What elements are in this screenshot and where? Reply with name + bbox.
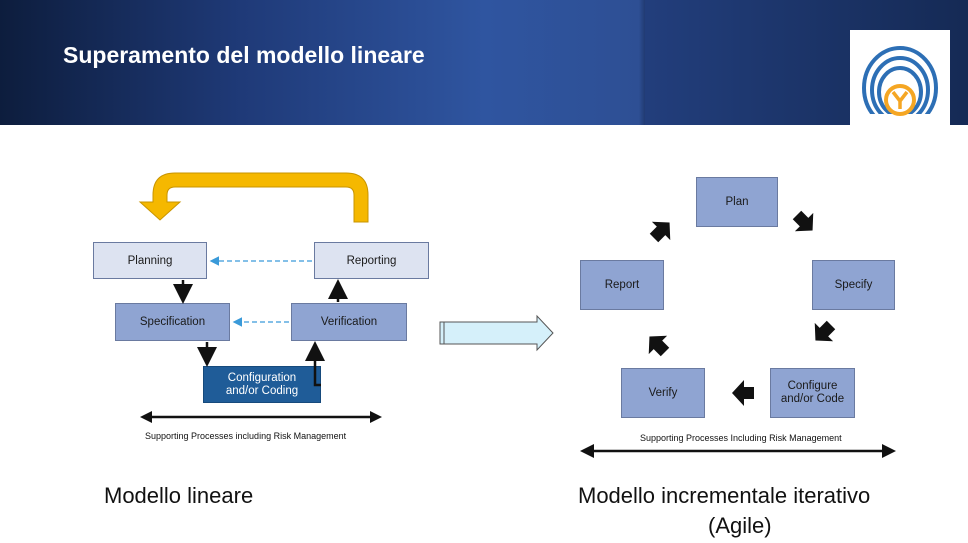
agile-caption-line2: (Agile): [708, 513, 772, 538]
feedback-loop-arrow: [138, 172, 369, 223]
agile-caption-line1: Modello incrementale iterativo: [578, 483, 871, 508]
planning-box: Planning: [93, 242, 207, 279]
verify-box: Verify: [621, 368, 705, 418]
specify-label: Specify: [834, 279, 873, 291]
plan-label: Plan: [725, 196, 749, 208]
specification-label: Specification: [139, 316, 206, 328]
cycle-arrow-specify-to-configure: [814, 320, 836, 342]
agile-support-left-head: [580, 444, 594, 458]
verification-label: Verification: [320, 316, 378, 328]
specification-box: Specification: [115, 303, 230, 341]
verification-box: Verification: [291, 303, 407, 341]
agile-support-label: Supporting Processes Including Risk Mana…: [640, 433, 842, 443]
coding-label-line2: and/or Coding: [225, 384, 299, 397]
linear-support-right-head: [370, 411, 382, 423]
agile-support-right-head: [882, 444, 896, 458]
configure-label-line1: Configure: [787, 380, 838, 392]
report-label: Report: [604, 279, 640, 291]
linear-support-label: Supporting Processes including Risk Mana…: [145, 431, 347, 441]
logo: [850, 30, 950, 130]
cycle-arrow-report-to-plan: [649, 221, 671, 243]
transition-arrow: [439, 314, 554, 352]
linear-caption: Modello lineare: [104, 483, 254, 508]
arrow-coding-to-verification: [305, 341, 325, 387]
slide-title: Superamento del modello lineare: [63, 42, 425, 68]
configure-box: Configure and/or Code: [770, 368, 855, 418]
coding-label-line1: Configuration: [227, 371, 297, 384]
linear-support-left-head: [140, 411, 152, 423]
plan-box: Plan: [696, 177, 778, 227]
cycle-arrow-verify-to-report: [648, 335, 670, 357]
reporting-box: Reporting: [314, 242, 429, 279]
verify-label: Verify: [648, 387, 678, 399]
specify-box: Specify: [812, 260, 895, 310]
configure-label-line2: and/or Code: [780, 393, 845, 405]
cycle-arrow-configure-to-verify: [732, 380, 754, 406]
planning-label: Planning: [127, 254, 173, 267]
cycle-arrow-plan-to-specify: [792, 210, 814, 232]
reporting-label: Reporting: [346, 254, 397, 267]
coding-box: Configuration and/or Coding: [203, 366, 321, 403]
report-box: Report: [580, 260, 664, 310]
